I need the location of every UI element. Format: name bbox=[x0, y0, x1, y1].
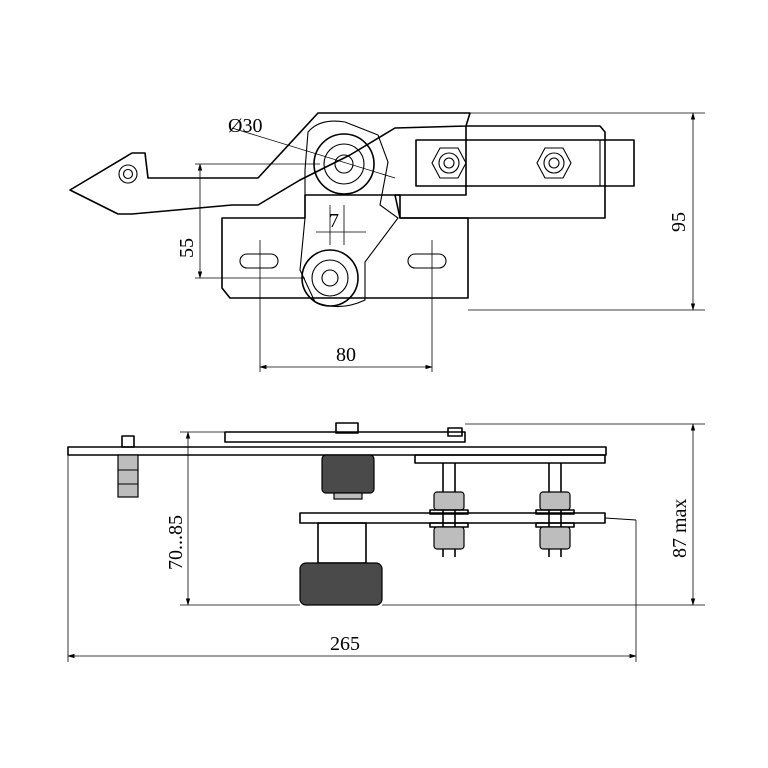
clamp-bar bbox=[415, 139, 635, 187]
base-plate bbox=[221, 194, 469, 299]
upper-plate bbox=[224, 431, 466, 443]
bolt-right bbox=[536, 147, 572, 179]
slot-right bbox=[407, 253, 447, 269]
hook-pin-stack bbox=[117, 435, 139, 498]
hook-pin-inner bbox=[122, 168, 134, 180]
h55-label: 55 bbox=[176, 238, 198, 258]
bolt-stack-right bbox=[535, 463, 575, 557]
upper-plate-end-bolt bbox=[447, 427, 463, 437]
step-plate bbox=[414, 454, 606, 464]
top-view: Ø30 7 55 80 95 bbox=[69, 112, 705, 372]
slot-left bbox=[239, 253, 279, 269]
side-view: 70...85 87 max 265 bbox=[67, 422, 705, 662]
lower-bushing-inner bbox=[321, 269, 339, 287]
w80-label: 80 bbox=[336, 344, 356, 366]
lower-bushing-collar bbox=[317, 522, 367, 564]
pin-head bbox=[335, 422, 359, 434]
lower-bushing-mid bbox=[311, 259, 349, 297]
upper-bushing-washer bbox=[333, 492, 363, 500]
lower-plate-bend bbox=[604, 517, 637, 521]
lower-roller bbox=[299, 562, 383, 606]
h70-label: 70...85 bbox=[165, 515, 187, 570]
hook-pin bbox=[118, 164, 138, 184]
diameter-label: Ø30 bbox=[228, 115, 262, 137]
hook-lever bbox=[69, 112, 471, 215]
bracket-plate bbox=[394, 125, 606, 219]
bolt-stack-left bbox=[429, 463, 469, 557]
l265-label: 265 bbox=[330, 633, 360, 655]
offset-label: 7 bbox=[329, 210, 339, 232]
upper-bushing-mid bbox=[323, 143, 365, 185]
bolt-left bbox=[431, 147, 467, 179]
upper-bushing-inner bbox=[334, 154, 354, 174]
h95-label: 95 bbox=[668, 212, 690, 232]
upper-bushing-outer bbox=[313, 133, 375, 195]
upper-bushing-body bbox=[321, 454, 375, 494]
diameter-leader bbox=[231, 127, 396, 179]
h87-label: 87 max bbox=[669, 499, 691, 558]
main-bar bbox=[67, 446, 607, 456]
link-contour bbox=[299, 120, 399, 308]
